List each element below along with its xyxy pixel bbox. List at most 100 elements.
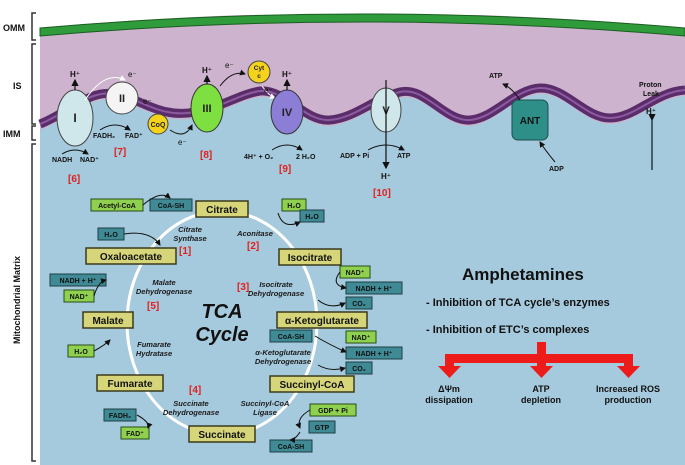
complex-iii-label: III xyxy=(202,103,211,115)
complex-ii-fadh2: FADH₂ xyxy=(93,133,115,140)
metabolite-succinyl-coa xyxy=(269,375,355,393)
complex-iv-o2-arrow xyxy=(271,144,303,151)
complex-v-hplus: H⁺ xyxy=(381,172,391,181)
amphetamines-title: Amphetamines xyxy=(462,265,584,284)
electron-label-2: e⁻ xyxy=(143,97,152,106)
arrow-left-stem xyxy=(445,354,454,368)
metabolite-isocitrate-label: Isocitrate xyxy=(288,253,333,264)
amphetamines-bullet-2: - Inhibition of ETC’s complexes xyxy=(426,324,589,336)
enzyme-aconitase: Aconitase xyxy=(236,229,273,238)
ant-atp-arrow xyxy=(502,83,521,101)
enzyme-scl-2: Ligase xyxy=(253,408,277,417)
region-label-omm: OMM xyxy=(3,23,25,33)
coq-label: CoQ xyxy=(151,122,166,129)
cofactor-coa-sh-3-label: CoA-SH xyxy=(278,444,304,451)
arrow-right-stem xyxy=(624,354,633,368)
cofactor-co2-1-label: CO₂ xyxy=(352,301,366,308)
cofactor-gtp-label: GTP xyxy=(315,425,330,432)
ref-10: [10] xyxy=(373,188,391,199)
cyt-c-label-2: c xyxy=(257,73,261,80)
metabolite-citrate-label: Citrate xyxy=(206,205,238,216)
enzyme-sdh-1: Succinate xyxy=(173,399,208,408)
ant-adp: ADP xyxy=(549,166,564,173)
amphetamine-outcome-arrows xyxy=(438,342,640,378)
enzyme-citrate-synthase-2: Synthase xyxy=(173,234,206,243)
cofactor-co2-2 xyxy=(345,361,373,375)
metabolite-succinate xyxy=(188,425,256,443)
complex-v-atp: ATP xyxy=(397,153,411,160)
complex-ii-fad: FAD⁺ xyxy=(125,132,143,140)
electron-path-5 xyxy=(261,85,276,99)
complex-iv-water: 2 H₂O xyxy=(296,154,316,161)
region-label-imm: IMM xyxy=(3,129,21,139)
complex-i-nad: NAD⁺ xyxy=(80,156,99,164)
electron-label-5: e⁻ xyxy=(264,86,273,95)
ref-1: [1] xyxy=(179,246,191,257)
cofactor-gtp xyxy=(308,420,336,434)
metabolite-citrate xyxy=(195,200,249,218)
metabolite-fumarate-label: Fumarate xyxy=(107,379,152,390)
enzyme-citrate-synthase-1: Citrate xyxy=(178,225,202,234)
cofactor-coa-sh-1-label: CoA-SH xyxy=(158,203,184,210)
cofactor-nadh-1-label: NADH + H⁺ xyxy=(356,285,393,293)
cofactor-nad-3-label: NAD⁺ xyxy=(70,293,89,301)
cyt-c-label-1: Cyt xyxy=(254,65,265,72)
mitochondrial-matrix xyxy=(40,93,685,465)
outcome-membrane-potential-2: dissipation xyxy=(425,395,473,405)
enzyme-fumarase-1: Fumarate xyxy=(137,340,171,349)
adenine-nucleotide-translocator xyxy=(511,99,549,141)
cofactor-fadh2 xyxy=(103,408,137,422)
cofactor-arrows xyxy=(93,192,347,443)
electron-label-4: e⁻ xyxy=(225,61,234,70)
enzyme-idh-2: Dehydrogenase xyxy=(248,289,304,298)
cofactor-co2-1 xyxy=(345,296,373,310)
proton-leak-label-2: Leak xyxy=(643,91,659,98)
cofactor-fadh2-label: FADH₂ xyxy=(109,413,131,420)
cofactor-coa-sh-2 xyxy=(269,329,313,343)
cofactor-coa-sh-1 xyxy=(149,198,193,212)
outcome-atp-depletion-1: ATP xyxy=(532,384,549,394)
metabolite-akg-label: α-Ketoglutarate xyxy=(285,316,359,327)
metabolite-fumarate xyxy=(96,374,164,392)
ref-5: [5] xyxy=(147,301,159,312)
tca-title-line-2: Cycle xyxy=(195,324,248,346)
ref-6: [6] xyxy=(68,174,80,185)
amphetamines-bullet-1: - Inhibition of TCA cycle’s enzymes xyxy=(426,297,610,309)
cofactor-nad-2-label: NAD⁺ xyxy=(352,334,371,342)
electron-label-1: e⁻ xyxy=(128,70,137,79)
imm-highlight xyxy=(39,86,685,125)
complex-i-nadh: NADH xyxy=(52,157,72,164)
enzyme-scl-1: Succinyl-CoA xyxy=(241,399,290,408)
ref-7: [7] xyxy=(114,147,126,158)
proton-leak-label-1: Proton xyxy=(639,82,662,89)
cofactor-nad-2 xyxy=(345,330,377,344)
tca-references: [1] [2] [3] [4] [5] xyxy=(147,241,259,396)
metabolite-malate-label: Malate xyxy=(92,316,124,327)
cofactor-nad-1-label: NAD⁺ xyxy=(346,269,365,277)
cofactor-h2o-2 xyxy=(281,198,307,212)
enzyme-sdh-2: Dehydrogenase xyxy=(163,408,219,417)
electron-label-3: e⁻ xyxy=(178,138,187,147)
arrow-mid-head xyxy=(530,366,553,378)
ref-2: [2] xyxy=(247,241,259,252)
enzyme-akgdh-1: α-Ketoglutarate xyxy=(255,348,311,357)
ant-atp: ATP xyxy=(489,73,503,80)
tca-cofactors: Acetyl-CoA CoA-SH H₂O H₂O H₂O NAD⁺ NADH … xyxy=(49,198,403,453)
metabolite-malate xyxy=(82,311,134,329)
complex-ii-fadh2-arrow xyxy=(99,124,131,131)
omm-top-white xyxy=(40,13,685,28)
ref-8: [8] xyxy=(200,150,212,161)
complex-v-adp-pi: ADP + Pi xyxy=(340,153,369,160)
enzyme-fumarase-2: Hydratase xyxy=(136,349,172,358)
cofactor-h2o-2-label: H₂O xyxy=(287,203,301,210)
cofactor-h2o-1-label: H₂O xyxy=(104,232,118,239)
electron-path-1 xyxy=(84,75,126,101)
cofactor-fad-label: FAD⁺ xyxy=(126,430,144,438)
complex-ii-label: II xyxy=(119,93,125,105)
tca-title-line-1: TCA xyxy=(201,301,242,323)
outcome-ros-1: Increased ROS xyxy=(596,384,660,394)
region-brackets xyxy=(31,12,36,462)
complex-i-hplus: H⁺ xyxy=(70,70,80,79)
metabolite-oxaloacetate-label: Oxaloacetate xyxy=(100,252,163,263)
arrow-stem xyxy=(537,342,546,358)
